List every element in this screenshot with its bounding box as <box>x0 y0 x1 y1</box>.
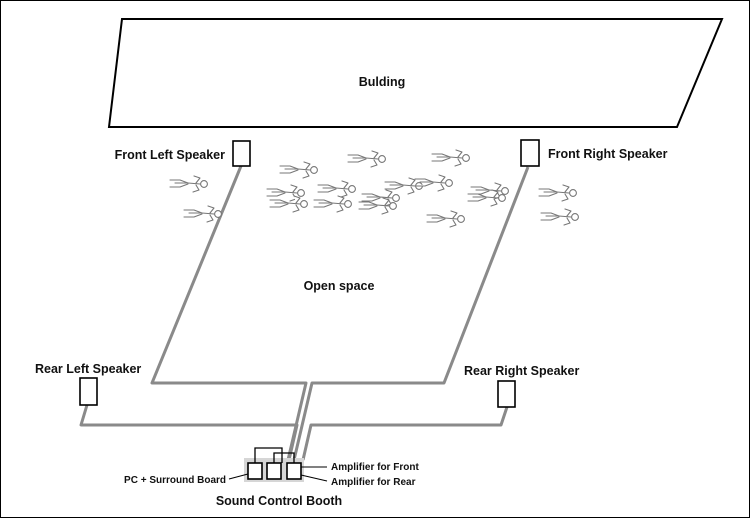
pc-surround-board-box <box>247 462 263 480</box>
person-icon <box>540 208 579 226</box>
cable-rear-right <box>301 406 509 461</box>
cable-front-right <box>292 166 530 461</box>
rear-right-speaker-label: Rear Right Speaker <box>464 364 579 378</box>
pc-surround-board-label: PC + Surround Board <box>124 475 226 486</box>
booth-link-cable-inner <box>273 452 295 463</box>
sound-control-booth-label: Sound Control Booth <box>216 494 342 508</box>
building-label: Bulding <box>359 75 406 89</box>
amplifier-front-box <box>266 462 282 480</box>
building-shape <box>107 18 724 128</box>
front-left-speaker <box>232 140 251 167</box>
speaker-cables <box>79 165 530 461</box>
person-icon <box>279 161 318 179</box>
callout-pc-board <box>228 473 249 480</box>
person-icon <box>347 150 386 168</box>
front-left-speaker-label: Front Left Speaker <box>115 148 226 162</box>
rear-right-speaker <box>497 380 516 408</box>
open-space-label: Open space <box>304 279 375 293</box>
booth-link-cable <box>254 447 283 463</box>
cable-rear-left <box>79 404 299 461</box>
amplifier-rear-label: Amplifier for Rear <box>331 477 416 488</box>
person-icon <box>538 184 577 202</box>
callout-amp-rear <box>300 474 328 482</box>
person-icon <box>431 149 470 167</box>
amplifier-front-label: Amplifier for Front <box>331 462 419 473</box>
front-right-speaker <box>520 139 540 167</box>
front-right-speaker-label: Front Right Speaker <box>548 147 668 161</box>
person-icon <box>183 205 222 223</box>
person-icon <box>426 210 465 228</box>
rear-left-speaker-label: Rear Left Speaker <box>35 362 141 376</box>
amplifier-rear-box <box>286 462 302 480</box>
person-icon <box>317 180 356 198</box>
person-icon <box>313 195 352 213</box>
person-icon <box>269 195 308 213</box>
cable-front-left <box>150 165 308 461</box>
rear-left-speaker <box>79 377 98 406</box>
person-icon <box>358 197 397 215</box>
person-icon <box>169 175 208 193</box>
